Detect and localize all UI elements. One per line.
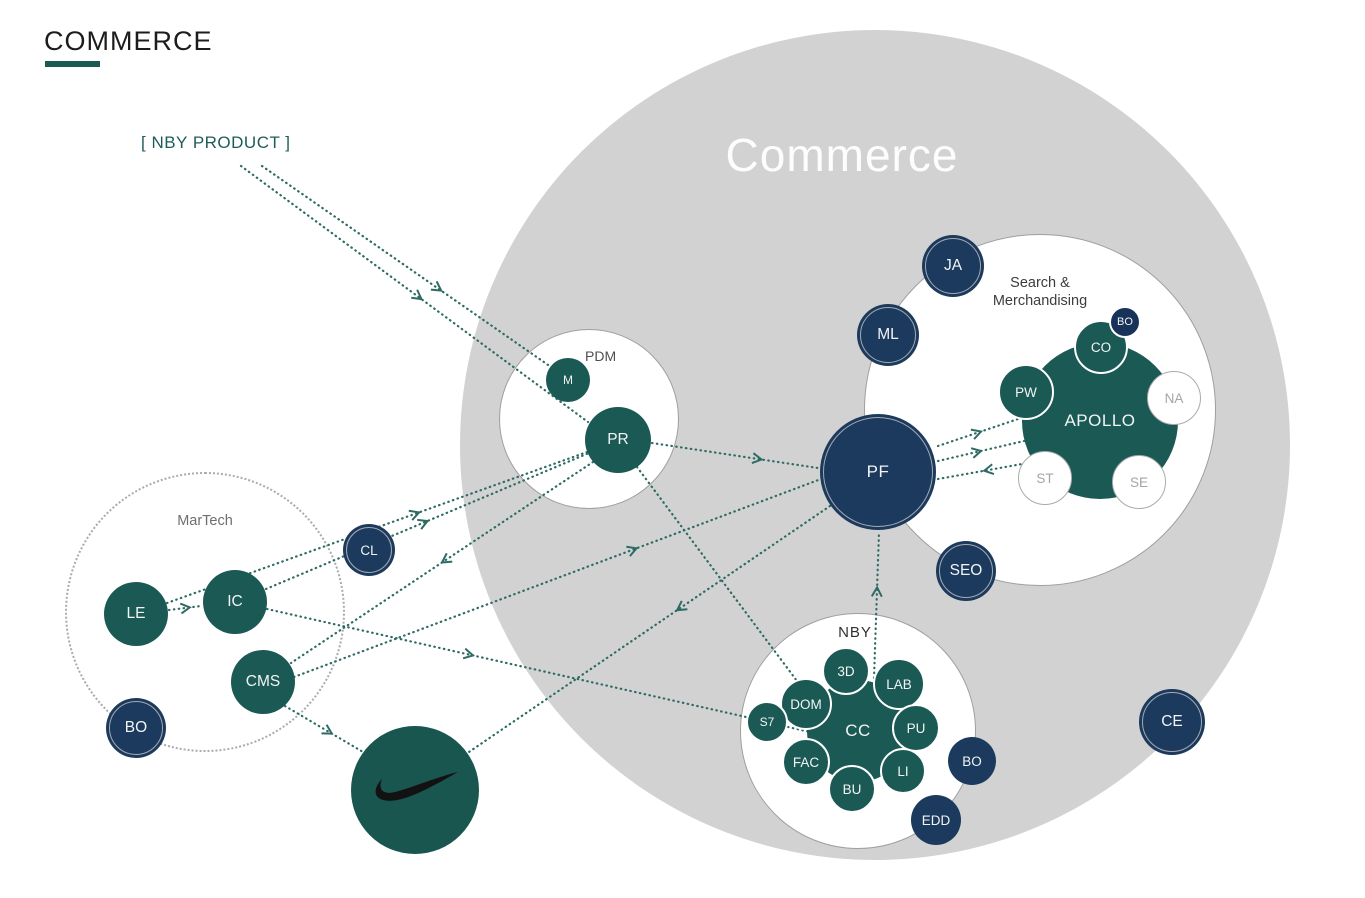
node-m: M [546, 358, 590, 402]
node-nike [351, 726, 479, 854]
martech-cluster-label: MarTech [177, 513, 233, 529]
node-cl: CL [343, 524, 395, 576]
node-ml: ML [857, 304, 919, 366]
page-title: COMMERCE [44, 26, 213, 56]
commerce-cluster-label: Commerce [725, 129, 959, 181]
node-bo-martech: BO [106, 698, 166, 758]
arrowhead-cms-to-nike [321, 724, 334, 735]
node-st: ST [1018, 451, 1072, 505]
node-label-threed: 3D [837, 663, 855, 679]
node-label-cc: CC [845, 721, 871, 740]
node-label-edd: EDD [921, 812, 951, 828]
node-label-pu: PU [906, 720, 926, 736]
nike-swoosh-icon [375, 771, 459, 801]
search-merch-label-line1: Search & [1010, 275, 1070, 291]
arrowhead-nby-product-to-m [430, 280, 443, 292]
node-threed: 3D [822, 647, 870, 695]
node-ic: IC [203, 570, 267, 634]
search-merchandising-cluster-label: Search & Merchandising [940, 274, 1140, 310]
node-bu: BU [828, 765, 876, 813]
node-label-pf: PF [866, 462, 890, 481]
node-label-lab: LAB [886, 676, 912, 692]
node-cms: CMS [231, 650, 295, 714]
pdm-cluster-label: PDM [585, 348, 617, 364]
node-label-pr: PR [607, 431, 629, 448]
arrowhead-pr-to-cms [440, 552, 453, 564]
node-label-ce: CE [1161, 713, 1183, 730]
node-lab: LAB [873, 658, 925, 710]
node-label-seo: SEO [949, 562, 983, 579]
title-underline [45, 61, 100, 67]
node-ce: CE [1139, 689, 1205, 755]
node-label-na: NA [1164, 390, 1184, 406]
search-merch-label-line2: Merchandising [992, 293, 1088, 309]
node-edd: EDD [911, 795, 961, 845]
node-label-s7: S7 [759, 715, 775, 729]
node-na: NA [1147, 371, 1201, 425]
node-label-ja: JA [943, 257, 963, 274]
arrowhead-ic-to-pr [417, 518, 430, 530]
node-pr: PR [585, 407, 651, 473]
node-label-li: LI [897, 763, 909, 779]
node-label-m: M [563, 373, 573, 387]
node-label-bo-nby: BO [962, 753, 982, 769]
node-label-cl: CL [360, 542, 378, 558]
node-fac: FAC [782, 738, 830, 786]
nby-cluster-label: NBY [838, 624, 872, 641]
node-label-le: LE [126, 605, 146, 622]
node-label-ml: ML [877, 326, 899, 343]
node-li: LI [880, 748, 926, 794]
node-label-cms: CMS [245, 673, 281, 690]
arrowhead-le-to-pr [408, 509, 421, 521]
node-label-bo-martech: BO [124, 719, 148, 736]
node-pw: PW [998, 364, 1054, 420]
node-se: SE [1112, 455, 1166, 509]
node-label-co: CO [1090, 339, 1112, 355]
node-bo-co: BO [1109, 306, 1141, 338]
node-s7: S7 [746, 701, 788, 743]
node-label-ic: IC [227, 593, 243, 610]
node-label-st: ST [1036, 470, 1054, 486]
node-pf: PF [820, 414, 936, 530]
node-label-bu: BU [842, 781, 862, 797]
node-bo-nby: BO [948, 737, 996, 785]
arrowhead-ic-to-s7 [462, 647, 475, 660]
node-seo: SEO [936, 541, 996, 601]
node-pu: PU [892, 704, 940, 752]
node-label-pw: PW [1015, 384, 1037, 400]
node-label-apollo: APOLLO [1064, 411, 1136, 430]
arrowhead-nby-product-to-pr [411, 289, 424, 301]
node-label-bo-co: BO [1117, 316, 1133, 328]
node-label-dom: DOM [790, 696, 822, 712]
nby-product-annotation: [ NBY PRODUCT ] [141, 133, 291, 152]
node-label-se: SE [1129, 474, 1148, 490]
node-ja: JA [922, 235, 984, 297]
node-le: LE [104, 582, 168, 646]
node-label-fac: FAC [792, 754, 820, 770]
